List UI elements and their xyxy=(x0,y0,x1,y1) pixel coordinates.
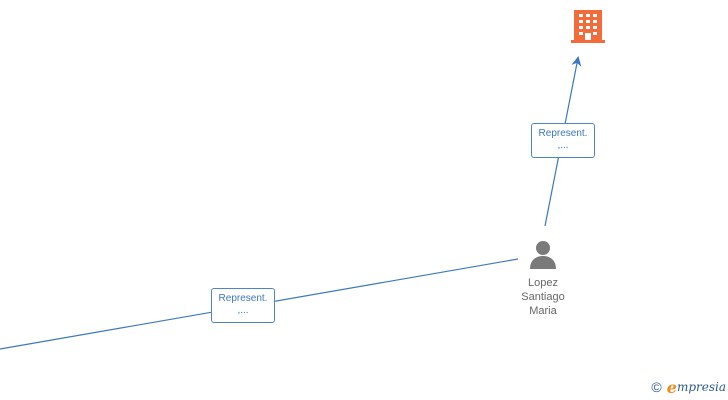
person-name-line: Maria xyxy=(529,305,557,317)
brand-initial: e xyxy=(666,377,677,397)
person-name-line: Santiago xyxy=(521,291,565,303)
person-name-line: Lopez xyxy=(528,277,558,289)
edge-label-incoming[interactable]: Represent. ,... xyxy=(211,288,275,323)
edge-label-more: ,... xyxy=(237,305,249,316)
edge-label-more: ,... xyxy=(557,140,569,151)
copyright-icon: © xyxy=(651,379,662,395)
company-node[interactable] xyxy=(571,8,605,44)
building-icon xyxy=(571,10,605,43)
edge-label-to-company[interactable]: Represent. ,... xyxy=(531,123,595,158)
brand-name: mpresia xyxy=(676,380,726,394)
brand-watermark: © e mpresia xyxy=(651,377,726,397)
person-icon xyxy=(530,241,556,269)
person-name[interactable]: Lopez Santiago Maria xyxy=(493,276,593,318)
person-node[interactable] xyxy=(527,239,559,271)
edge-label-role: Represent. xyxy=(538,128,588,139)
edge-label-role: Represent. xyxy=(218,293,268,304)
